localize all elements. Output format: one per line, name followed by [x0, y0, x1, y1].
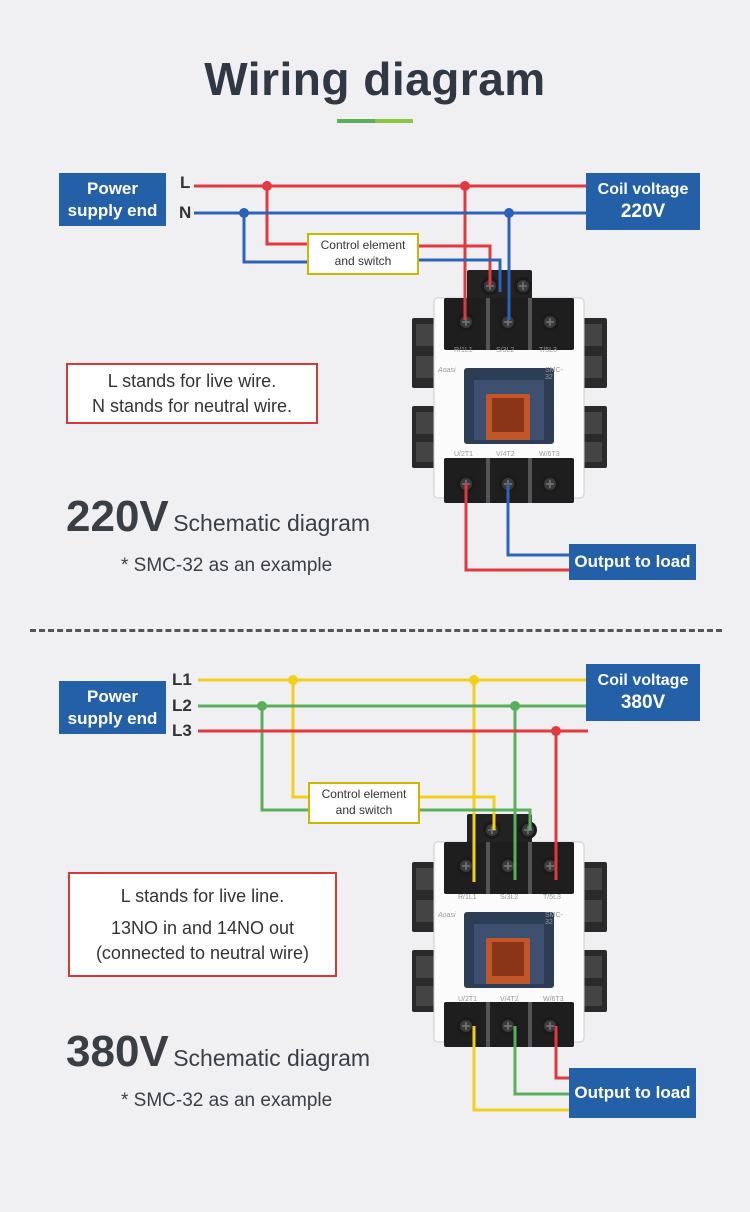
control-element-box-380: Control element and switch [308, 782, 420, 824]
brand-label: Aoasi [438, 912, 456, 919]
coil-voltage: 380V [620, 691, 666, 713]
example-note-220: * SMC-32 as an example [121, 555, 333, 576]
terminal-label: W/6T3 [539, 451, 560, 458]
output-box-220: Output to load [569, 544, 696, 580]
section-divider [30, 629, 722, 632]
brand-label: Aoasi [438, 367, 456, 374]
terminal-label: V/4T2 [500, 996, 519, 1003]
note-box-220: L stands for live wire. N stands for neu… [66, 363, 318, 424]
power-supply-box-220: Power supply end [59, 173, 166, 226]
coil-voltage-box-380: Coil voltage 380V [586, 664, 700, 721]
example-note-380: * SMC-32 as an example [121, 1090, 333, 1111]
model-label: SMC-32 [545, 912, 563, 926]
power-supply-box-380: Power supply end [59, 681, 166, 734]
terminal-label: S/3L2 [500, 894, 519, 901]
terminal-label: R/1L1 [454, 347, 473, 354]
model-label: SMC-32 [545, 367, 563, 381]
page-title: Wiring diagram [204, 53, 546, 105]
note-line2: N stands for neutral wire. [91, 395, 293, 416]
wire-label-N: N [179, 203, 192, 222]
coil-voltage: 220V [620, 200, 666, 222]
heading-220v: 220V Schematic diagram [66, 492, 370, 542]
schematic-label: Schematic diagram [173, 510, 371, 536]
coil-label: Coil voltage [597, 180, 689, 198]
power-label-line1: Power [86, 687, 139, 707]
terminal-label: V/4T2 [496, 451, 515, 458]
power-label-line2: supply end [67, 708, 158, 728]
output-box-380: Output to load [569, 1068, 696, 1118]
control-label-line2: and switch [334, 254, 392, 268]
note-line1: L stands for live line. [120, 886, 285, 907]
power-label-line1: Power [86, 179, 139, 199]
note-line3: (connected to neutral wire) [95, 942, 310, 963]
wiring-380v [198, 675, 608, 1112]
terminal-label: U/2T1 [454, 451, 474, 458]
terminal-label: R/1L1 [458, 894, 477, 901]
terminal-label: T/5L3 [543, 894, 561, 901]
wire-label-L: L [180, 173, 191, 192]
note-box-380: L stands for live line. 13NO in and 14NO… [68, 872, 337, 977]
power-label-line2: supply end [67, 200, 158, 220]
wire-label-L1: L1 [172, 670, 192, 689]
terminal-label: U/2T1 [458, 996, 478, 1003]
terminal-label: T/5L3 [539, 347, 557, 354]
note-line1: L stands for live wire. [107, 371, 277, 392]
title-underline-green [337, 119, 375, 123]
control-label-line1: Control element [320, 238, 406, 253]
terminal-label: S/3L2 [496, 347, 515, 354]
voltage-label: 220V [66, 492, 169, 541]
wiring-220v [194, 181, 608, 572]
heading-380v: 380V Schematic diagram [66, 1027, 370, 1077]
schematic-label: Schematic diagram [173, 1045, 371, 1071]
terminal-label: W/6T3 [543, 996, 564, 1003]
control-label-line2: and switch [335, 803, 393, 817]
note-line2: 13NO in and 14NO out [110, 918, 295, 939]
control-label-line1: Control element [321, 787, 407, 802]
voltage-label: 380V [66, 1027, 169, 1076]
wire-label-L3: L3 [172, 721, 192, 740]
coil-label: Coil voltage [597, 671, 689, 689]
wire-label-L2: L2 [172, 696, 192, 715]
title-underline-lime [375, 119, 413, 123]
control-element-box-220: Control element and switch [307, 233, 419, 275]
coil-voltage-box-220: Coil voltage 220V [586, 173, 700, 230]
